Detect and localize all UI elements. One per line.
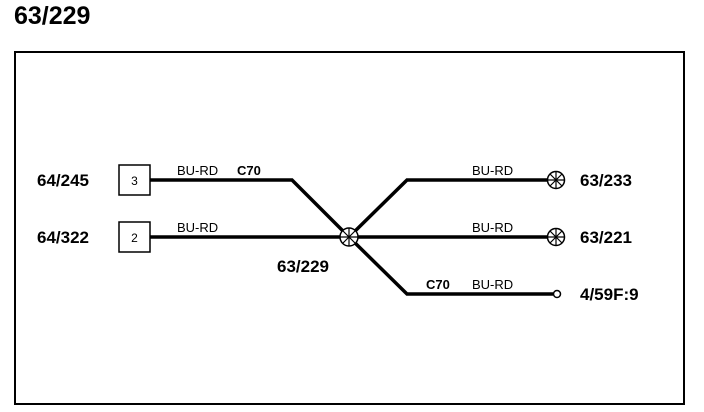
splice-icon[interactable] bbox=[339, 227, 359, 247]
wire-color-label: BU-RD bbox=[472, 277, 513, 292]
connector-label-64-245: 64/245 bbox=[37, 171, 89, 190]
wire-color-label: BU-RD bbox=[472, 163, 513, 178]
wire-4-59f-9[interactable] bbox=[347, 235, 553, 296]
connector-pin-64-322: 2 bbox=[131, 231, 138, 245]
endpoint-label-63-233: 63/233 bbox=[580, 171, 632, 190]
wire-code-label: C70 bbox=[237, 163, 261, 178]
page-title: 63/229 bbox=[14, 2, 91, 30]
wire-63-233[interactable] bbox=[347, 178, 548, 239]
endpoint-label-63-221: 63/221 bbox=[580, 228, 632, 247]
splice-label: 63/229 bbox=[277, 257, 329, 276]
connector-pin-64-245: 3 bbox=[131, 174, 138, 188]
wire-color-label: BU-RD bbox=[472, 220, 513, 235]
wire-code-label: C70 bbox=[426, 277, 450, 292]
terminal-icon-4-59f-9[interactable] bbox=[552, 289, 562, 299]
wire-color-label: BU-RD bbox=[177, 163, 218, 178]
endpoint-label-4-59f-9: 4/59F:9 bbox=[580, 285, 639, 304]
connector-label-64-322: 64/322 bbox=[37, 228, 89, 247]
connector-box-64-245[interactable] bbox=[118, 164, 151, 196]
diagram-frame bbox=[14, 51, 685, 405]
connector-box-64-322[interactable] bbox=[118, 221, 151, 253]
splice-icon-63-221[interactable] bbox=[546, 227, 566, 247]
wire-color-label: BU-RD bbox=[177, 220, 218, 235]
wire-64-245[interactable] bbox=[150, 178, 351, 239]
splice-icon-63-233[interactable] bbox=[546, 170, 566, 190]
